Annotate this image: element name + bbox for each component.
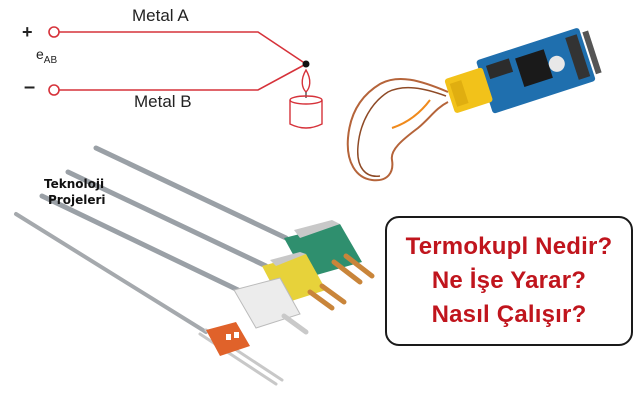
headline-box: Termokupl Nedir? Ne İşe Yarar? Nasıl Çal… bbox=[385, 216, 633, 346]
emf-subscript: AB bbox=[43, 54, 58, 66]
connector-orange bbox=[206, 322, 250, 356]
probes-photo bbox=[14, 145, 375, 386]
positive-terminal-label: + bbox=[22, 22, 33, 42]
metal-b-wire bbox=[58, 63, 307, 91]
terminal-minus bbox=[48, 84, 60, 96]
brand-line-1: Teknoloji bbox=[44, 177, 105, 191]
brand-watermark: Teknoloji Projeleri bbox=[44, 176, 124, 208]
junction-dot bbox=[302, 60, 310, 68]
terminal-plus bbox=[48, 26, 60, 38]
connector-white bbox=[233, 277, 309, 335]
module-photo bbox=[346, 28, 602, 182]
brand-line-2: Projeleri bbox=[48, 193, 106, 207]
negative-terminal-label: – bbox=[24, 76, 36, 98]
metal-a-wire bbox=[58, 31, 307, 65]
metal-b-label: Metal B bbox=[134, 92, 192, 111]
headline-line-1: Termokupl Nedir? bbox=[405, 233, 613, 260]
emf-symbol: e bbox=[36, 46, 44, 62]
headline-line-3: Nasıl Çalışır? bbox=[431, 301, 587, 328]
candle-icon bbox=[289, 68, 323, 129]
connector-green bbox=[284, 220, 375, 285]
emf-label: eAB bbox=[36, 46, 57, 66]
circuit-wires bbox=[58, 31, 307, 91]
metal-a-label: Metal A bbox=[132, 6, 189, 25]
headline-line-2: Ne İşe Yarar? bbox=[431, 267, 587, 294]
